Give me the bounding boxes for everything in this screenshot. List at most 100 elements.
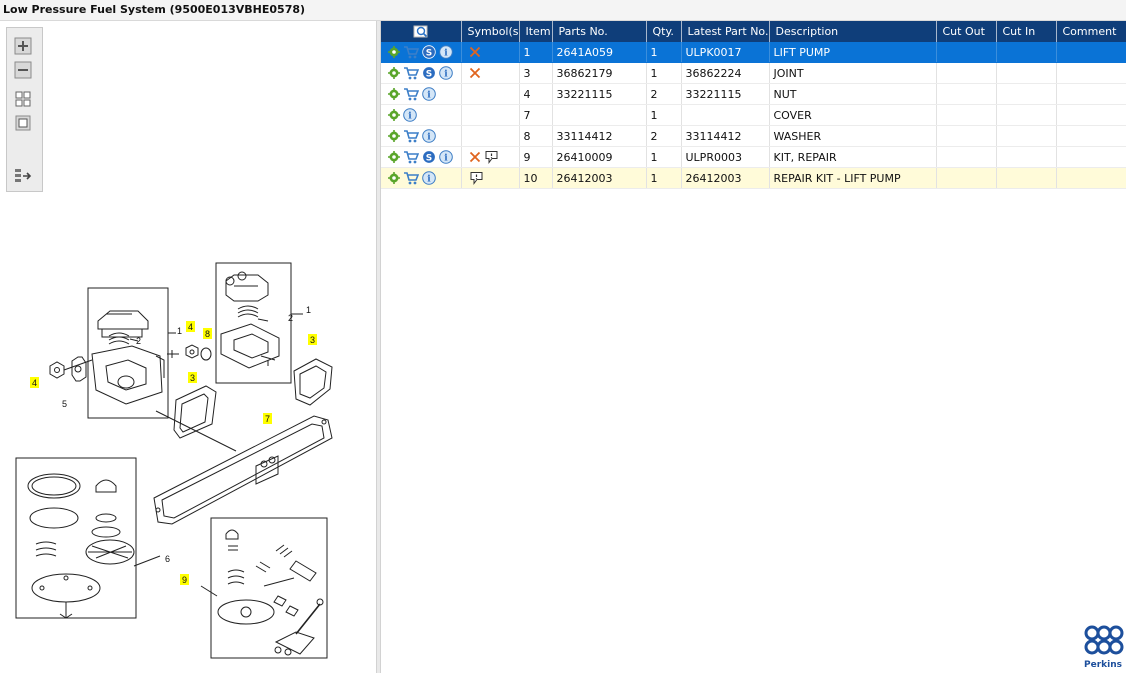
svg-text:i: i [427, 133, 431, 143]
column-header-parts-no[interactable]: Parts No. [552, 21, 647, 42]
pump-spring-1 [108, 332, 130, 345]
column-settings-icon[interactable] [413, 25, 429, 39]
parts-no-cell: 26410009 [552, 146, 647, 168]
diagram-label-8[interactable]: 8 [205, 329, 210, 339]
column-header-item[interactable]: Item [519, 21, 553, 42]
settings-icon[interactable] [388, 130, 400, 142]
info-icon[interactable]: i [403, 108, 417, 122]
cart-icon[interactable] [403, 45, 419, 59]
column-header-latest-part-no[interactable]: Latest Part No. [681, 21, 770, 42]
symbols-cell [461, 125, 520, 147]
perkins-wordmark: Perkins [1084, 660, 1122, 670]
symbols-cell [461, 167, 520, 189]
comment-cell [1056, 146, 1126, 168]
settings-icon[interactable] [388, 46, 400, 58]
export-icon[interactable] [13, 167, 33, 185]
comment-cell [1056, 62, 1126, 84]
cut-in-cell [996, 167, 1057, 189]
diagram-label-3a[interactable]: 3 [190, 373, 195, 383]
description-cell: NUT [769, 83, 937, 105]
parts-table: Symbol(s) Item Parts No. Qty. Latest Par… [381, 21, 1126, 189]
actual-size-icon[interactable] [13, 114, 33, 132]
fit-grid-icon[interactable] [13, 90, 33, 108]
diagram-label-7[interactable]: 7 [265, 414, 270, 424]
cart-icon[interactable] [403, 171, 419, 185]
cut-out-cell [936, 42, 997, 63]
supersession-icon[interactable]: S [422, 45, 436, 59]
description-cell: JOINT [769, 62, 937, 84]
pump-top-cover-2 [225, 274, 269, 302]
cart-icon[interactable] [403, 87, 419, 101]
cart-icon[interactable] [403, 129, 419, 143]
latest-part-no-cell: 33221115 [681, 83, 770, 105]
diagram-label-9[interactable]: 9 [182, 575, 187, 585]
kit-clip [273, 595, 299, 617]
diagram-pane[interactable]: 1 2 4 8 1 2 3 3 4 5 7 6 9 [0, 21, 376, 673]
settings-icon[interactable] [388, 67, 400, 79]
zoom-in-icon[interactable] [13, 37, 33, 55]
column-header-description[interactable]: Description [769, 21, 937, 42]
supersession-icon[interactable]: S [422, 66, 436, 80]
column-header-cut-in[interactable]: Cut In [996, 21, 1057, 42]
comment-cell [1056, 104, 1126, 126]
column-header-symbols[interactable]: Symbol(s) [461, 21, 520, 42]
cut-out-cell [936, 62, 997, 84]
info-icon[interactable]: i [422, 87, 436, 101]
comment-icon[interactable] [469, 171, 484, 185]
cut-in-cell [996, 125, 1057, 147]
parts-list-pane: Symbol(s) Item Parts No. Qty. Latest Par… [381, 21, 1126, 673]
cart-icon[interactable] [403, 66, 419, 80]
info-icon[interactable]: i [422, 171, 436, 185]
cart-icon[interactable] [403, 150, 419, 164]
diagram-label-1b: 1 [306, 305, 311, 315]
column-header-qty[interactable]: Qty. [646, 21, 682, 42]
pane-splitter[interactable] [376, 21, 381, 673]
settings-icon[interactable] [388, 109, 400, 121]
parts-no-cell [552, 104, 647, 126]
comment-icon[interactable] [484, 150, 499, 164]
window-title: Low Pressure Fuel System (9500E013VBHE05… [3, 3, 306, 16]
pump-port-1 [117, 375, 135, 389]
kit-spring-1 [275, 544, 293, 558]
parts-diagram[interactable]: 1 2 4 8 1 2 3 3 4 5 7 6 9 [6, 236, 346, 666]
diagram-label-4a[interactable]: 4 [188, 322, 193, 332]
cut-in-cell [996, 104, 1057, 126]
diagram-toolbar [6, 27, 43, 192]
info-icon[interactable]: i [439, 150, 453, 164]
parts-no-cell: 26412003 [552, 167, 647, 189]
comment-cell [1056, 42, 1126, 63]
comment-cell [1056, 125, 1126, 147]
row-actions-cell: i [381, 83, 462, 105]
joint-gasket-1 [173, 385, 217, 439]
column-header-comment[interactable]: Comment [1056, 21, 1126, 42]
kit-lever [289, 560, 317, 582]
kit-diaphragm [217, 599, 275, 625]
settings-icon[interactable] [388, 172, 400, 184]
info-icon[interactable]: i [439, 45, 453, 59]
zoom-out-icon[interactable] [13, 61, 33, 79]
settings-icon[interactable] [388, 88, 400, 100]
row-actions-cell: i [381, 125, 462, 147]
info-icon[interactable]: i [422, 129, 436, 143]
diagram-label-4b[interactable]: 4 [32, 378, 37, 388]
svg-text:S: S [426, 49, 432, 59]
supersession-icon[interactable]: S [422, 150, 436, 164]
settings-icon[interactable] [388, 151, 400, 163]
column-header-tools[interactable] [381, 21, 462, 42]
column-header-cut-out[interactable]: Cut Out [936, 21, 997, 42]
info-icon[interactable]: i [439, 66, 453, 80]
item-cell: 9 [519, 146, 553, 168]
nut-left [49, 361, 65, 379]
cut-in-cell [996, 83, 1057, 105]
diagram-label-3b[interactable]: 3 [310, 335, 315, 345]
diaphragm-disc [85, 539, 135, 565]
qty-cell: 2 [646, 83, 682, 105]
cut-out-cell [936, 167, 997, 189]
